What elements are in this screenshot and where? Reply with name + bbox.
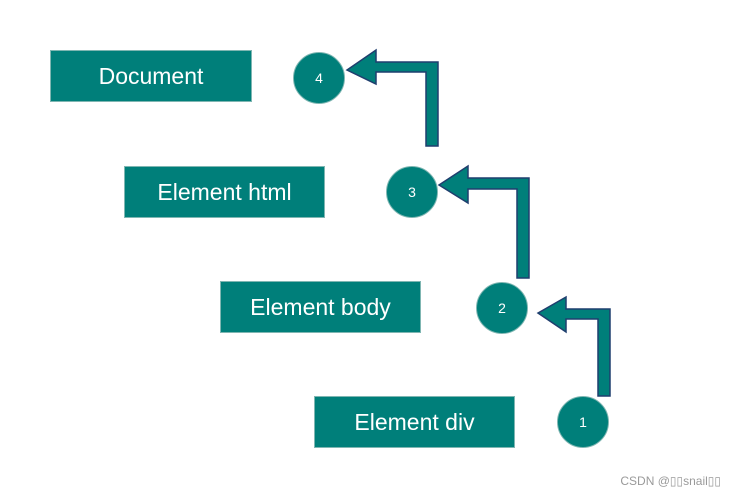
element-html-label: Element html bbox=[157, 178, 292, 205]
step-4-number: 4 bbox=[315, 70, 323, 86]
element-body-label: Element body bbox=[250, 293, 391, 320]
step-1-circle: 1 bbox=[557, 396, 609, 448]
document-label: Document bbox=[98, 62, 204, 89]
step-2-number: 2 bbox=[498, 300, 506, 316]
element-body-box: Element body bbox=[220, 281, 421, 333]
arrow-3-to-4 bbox=[345, 48, 439, 147]
element-div-label: Element div bbox=[354, 408, 475, 435]
step-1-number: 1 bbox=[579, 414, 587, 430]
step-3-circle: 3 bbox=[386, 166, 438, 218]
step-4-circle: 4 bbox=[293, 52, 345, 104]
arrow-1-to-2 bbox=[536, 295, 611, 397]
element-div-box: Element div bbox=[314, 396, 515, 448]
step-3-number: 3 bbox=[408, 184, 416, 200]
element-html-box: Element html bbox=[124, 166, 325, 218]
step-2-circle: 2 bbox=[476, 282, 528, 334]
arrow-2-to-3 bbox=[437, 164, 530, 279]
watermark: CSDN @▯▯snail▯▯ bbox=[620, 474, 721, 488]
document-box: Document bbox=[50, 50, 252, 102]
